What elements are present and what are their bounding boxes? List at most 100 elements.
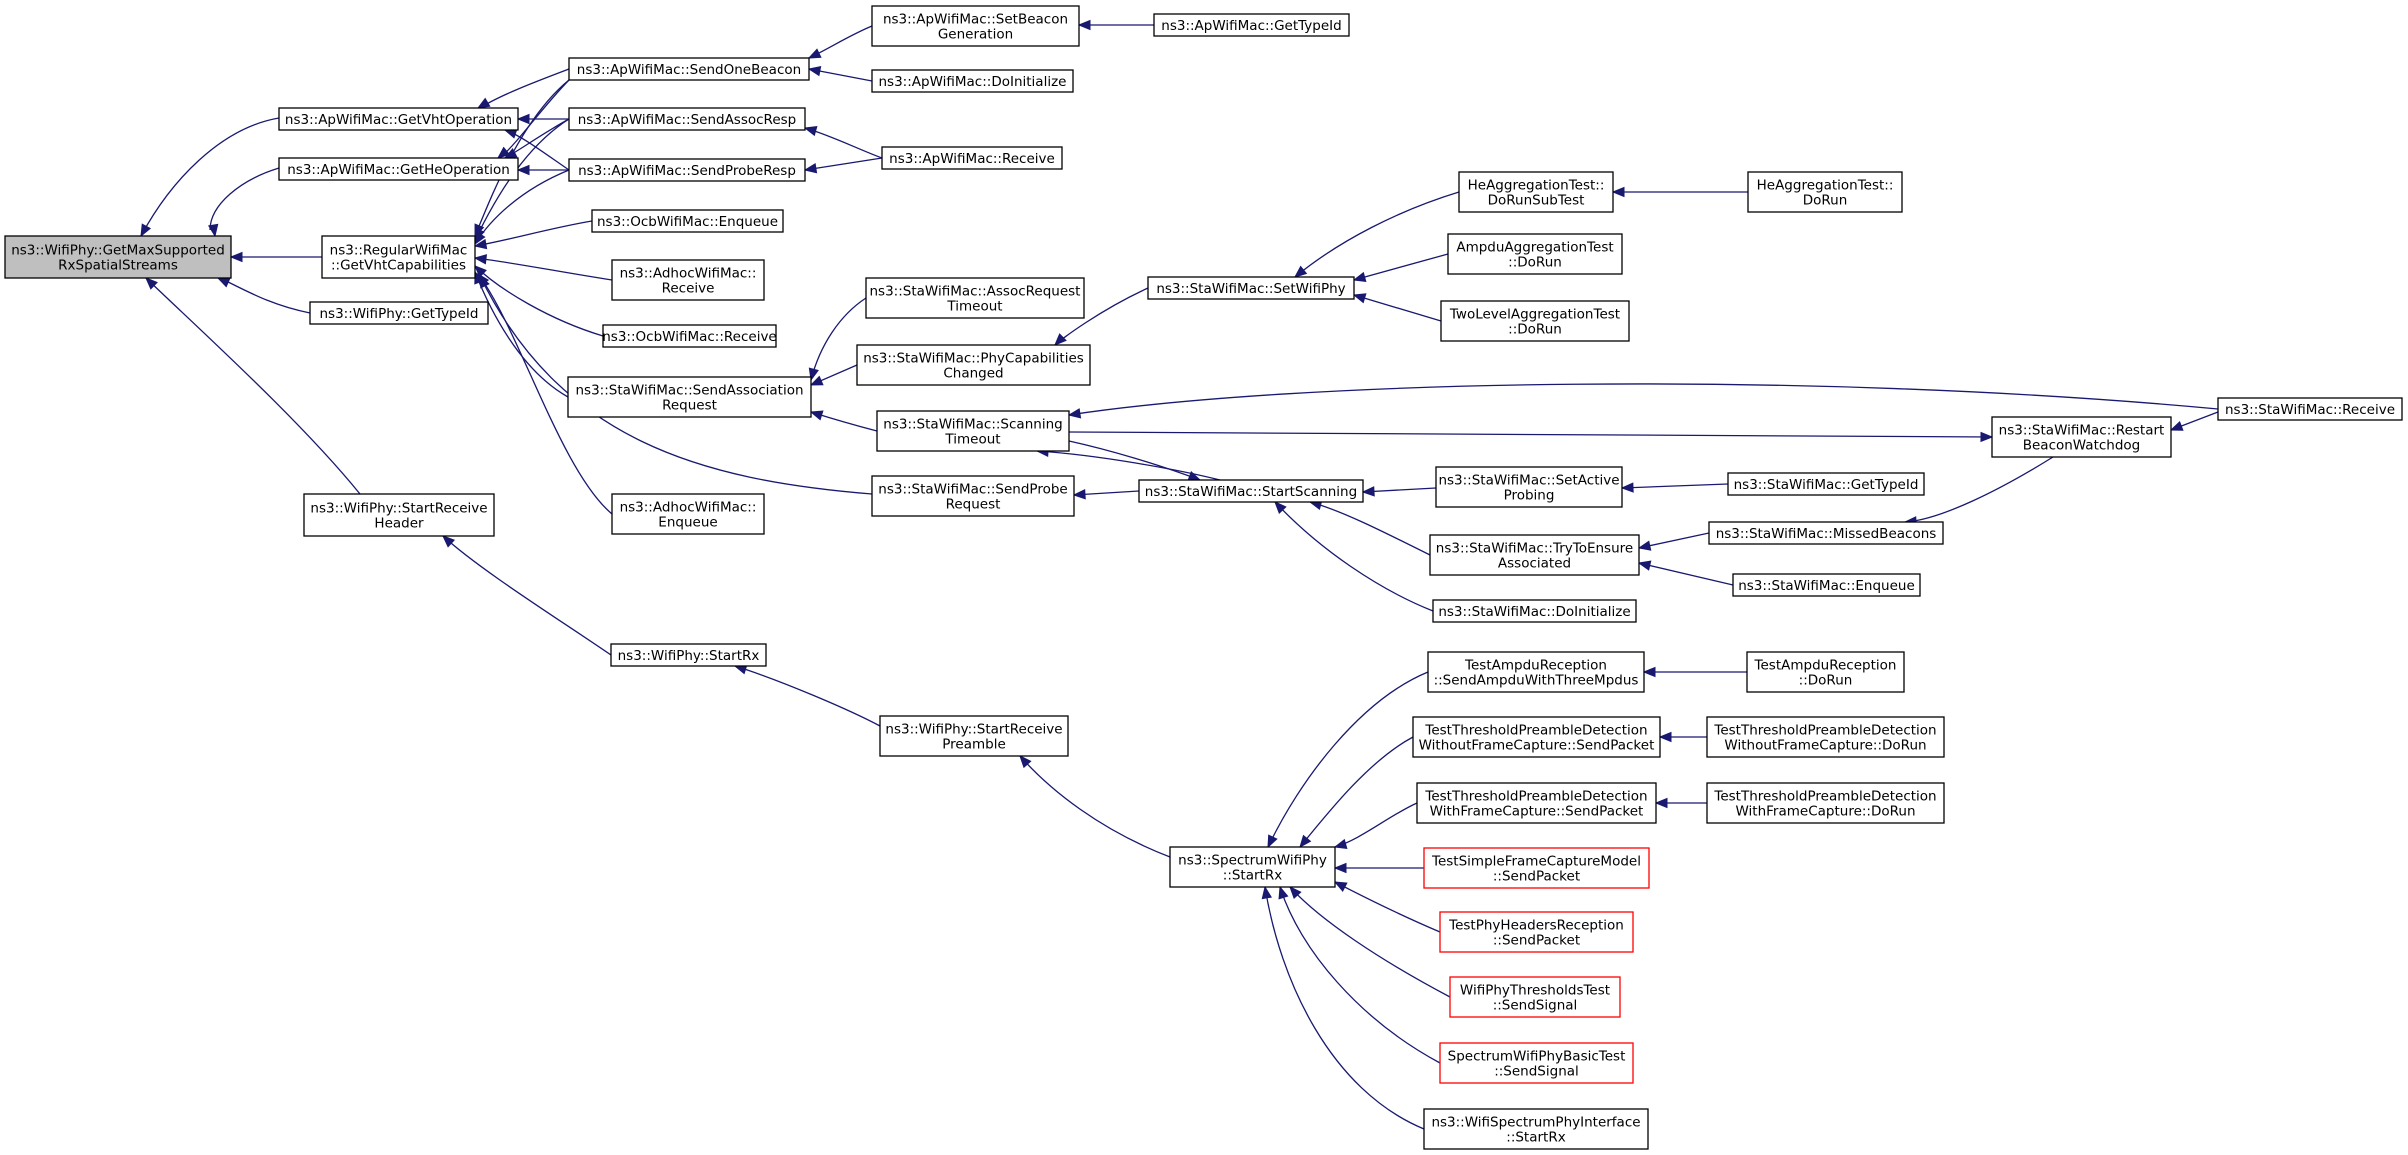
node-label: ::GetVhtCapabilities (331, 258, 466, 274)
edge-iface-spectrum (1264, 886, 1425, 1130)
node-he-agg-dorun[interactable]: HeAggregationTest::DoRun (1747, 171, 1903, 213)
node-ap-doinit[interactable]: ns3::ApWifiMac::DoInitialize (871, 69, 1074, 93)
node-box (876, 410, 1070, 452)
node-box (871, 475, 1075, 517)
node-adhoc-receive[interactable]: ns3::AdhocWifiMac::Receive (611, 259, 765, 301)
node-phy-gettypeid[interactable]: ns3::WifiPhy::GetTypeId (309, 301, 489, 325)
node-tpd-without-dorun[interactable]: TestThresholdPreambleDetectionWithoutFra… (1706, 716, 1945, 758)
call-graph-edges (140, 19, 2219, 1130)
node-label: ns3::OcbWifiMac::Receive (602, 329, 777, 345)
edge-ocbenq-regvht (474, 220, 593, 247)
edge-stainit-startscan (1274, 501, 1434, 612)
node-box (568, 158, 806, 182)
node-phy-startrx[interactable]: ns3::WifiPhy::StartRx (610, 643, 767, 667)
node-box (1416, 782, 1657, 824)
node-sta-startscanning[interactable]: ns3::StaWifiMac::StartScanning (1138, 479, 1364, 503)
node-box (4, 235, 232, 279)
node-root[interactable]: ns3::WifiPhy::GetMaxSupportedRxSpatialSt… (4, 235, 232, 279)
edge-hesub-setwifiphy (1294, 191, 1460, 278)
arrowhead-staprobe-regvht (479, 274, 490, 289)
node-box (1169, 846, 1336, 888)
node-sta-missedbeacons[interactable]: ns3::StaWifiMac::MissedBeacons (1708, 521, 1944, 545)
node-spectrum-iface-startrx[interactable]: ns3::WifiSpectrumPhyInterface::StartRx (1423, 1108, 1649, 1150)
node-simpleframe-send[interactable]: TestSimpleFrameCaptureModel::SendPacket (1423, 847, 1650, 889)
node-label: ns3::StaWifiMac::TryToEnsure (1436, 541, 1633, 557)
node-tpd-without-send[interactable]: TestThresholdPreambleDetectionWithoutFra… (1412, 716, 1661, 758)
node-sta-doinit[interactable]: ns3::StaWifiMac::DoInitialize (1432, 599, 1637, 623)
node-ap-receive[interactable]: ns3::ApWifiMac::Receive (881, 146, 1063, 170)
node-testampdu-send[interactable]: TestAmpduReception::SendAmpduWithThreeMp… (1427, 651, 1645, 693)
node-label: ::SendAmpduWithThreeMpdus (1434, 673, 1639, 689)
node-reg-getvht[interactable]: ns3::RegularWifiMac::GetVhtCapabilities (321, 235, 476, 279)
node-box (611, 493, 765, 535)
node-label: Enqueue (658, 515, 717, 531)
node-label: TestPhyHeadersReception (1448, 918, 1624, 934)
node-ampdu-agg[interactable]: AmpduAggregationTest::DoRun (1447, 233, 1623, 275)
node-label: ns3::StaWifiMac::DoInitialize (1438, 604, 1630, 620)
node-label: WithoutFrameCapture::SendPacket (1419, 738, 1655, 754)
node-label: Request (662, 398, 717, 414)
node-ap-gethe[interactable]: ns3::ApWifiMac::GetHeOperation (278, 157, 519, 181)
arrowhead-setactive-startscan (1361, 486, 1375, 497)
edge-starx-scantimeout (1068, 383, 2219, 416)
edge-tpdwo-spectrum (1299, 736, 1414, 848)
edge-scantimeout-startscan (1068, 440, 1201, 481)
node-sta-enqueue[interactable]: ns3::StaWifiMac::Enqueue (1732, 573, 1921, 597)
edge-staenq-trytoensure (1638, 562, 1734, 586)
node-he-aggsub[interactable]: HeAggregationTest::DoRunSubTest (1458, 171, 1614, 213)
edge-beacon-getvht (479, 68, 570, 109)
arrowhead-spectrum-preamble (1019, 755, 1032, 769)
node-label: ns3::ApWifiMac::GetVhtOperation (285, 112, 512, 128)
arrowhead-startscan-sendprobe (1072, 489, 1086, 500)
node-ap-sendassocresp[interactable]: ns3::ApWifiMac::SendAssocResp (568, 107, 806, 131)
node-box (1727, 472, 1925, 496)
node-sta-receive[interactable]: ns3::StaWifiMac::Receive (2217, 397, 2403, 421)
node-basictest-signal[interactable]: SpectrumWifiPhyBasicTest::SendSignal (1439, 1042, 1634, 1084)
node-sta-gettypeid[interactable]: ns3::StaWifiMac::GetTypeId (1727, 472, 1925, 496)
node-label: HeAggregationTest:: (1757, 178, 1894, 194)
arrowhead-tampdu-spectrum (1267, 834, 1278, 849)
node-sta-setwifiphy[interactable]: ns3::StaWifiMac::SetWifiPhy (1147, 276, 1355, 300)
node-ocb-receive[interactable]: ns3::OcbWifiMac::Receive (602, 324, 777, 348)
edge-basic-spectrum (1279, 886, 1441, 1064)
node-box (856, 344, 1091, 386)
node-box (1429, 534, 1640, 576)
node-label: AmpduAggregationTest (1456, 240, 1613, 256)
node-phyheaders-send[interactable]: TestPhyHeadersReception::SendPacket (1439, 911, 1634, 953)
node-tpd-with-dorun[interactable]: TestThresholdPreambleDetectionWithFrameC… (1706, 782, 1945, 824)
node-tpd-with-send[interactable]: TestThresholdPreambleDetectionWithFrameC… (1416, 782, 1657, 824)
arrowhead-simple-spectrum (1333, 862, 1347, 874)
node-thresholds-signal[interactable]: WifiPhyThresholdsTest::SendSignal (1449, 976, 1621, 1018)
node-label: DoRunSubTest (1488, 193, 1585, 209)
node-ap-sendproberesp[interactable]: ns3::ApWifiMac::SendProbeResp (568, 158, 806, 182)
node-label: ns3::ApWifiMac::Receive (889, 151, 1055, 167)
node-twolevel-agg[interactable]: TwoLevelAggregationTest::DoRun (1440, 300, 1630, 342)
node-adhoc-enqueue[interactable]: ns3::AdhocWifiMac::Enqueue (611, 493, 765, 535)
node-box (1449, 976, 1621, 1018)
node-label: ns3::WifiPhy::StartRx (618, 648, 760, 664)
node-ap-sendonebeacon[interactable]: ns3::ApWifiMac::SendOneBeacon (568, 57, 810, 81)
node-ap-gettypeid[interactable]: ns3::ApWifiMac::GetTypeId (1153, 13, 1350, 37)
node-box (1439, 1042, 1634, 1084)
node-spectrum-startrx[interactable]: ns3::SpectrumWifiPhy::StartRx (1169, 846, 1336, 888)
node-ap-getvht[interactable]: ns3::ApWifiMac::GetVhtOperation (278, 107, 519, 131)
node-label: Timeout (944, 432, 1000, 448)
node-ocb-enqueue[interactable]: ns3::OcbWifiMac::Enqueue (591, 209, 784, 233)
node-box (2217, 397, 2403, 421)
node-box (865, 277, 1085, 319)
node-testampdu-dorun[interactable]: TestAmpduReception::DoRun (1746, 651, 1905, 693)
node-box (1423, 1108, 1649, 1150)
arrowhead-tpdwdorun-send (1654, 797, 1668, 809)
node-label: ns3::StaWifiMac::Enqueue (1738, 578, 1915, 594)
